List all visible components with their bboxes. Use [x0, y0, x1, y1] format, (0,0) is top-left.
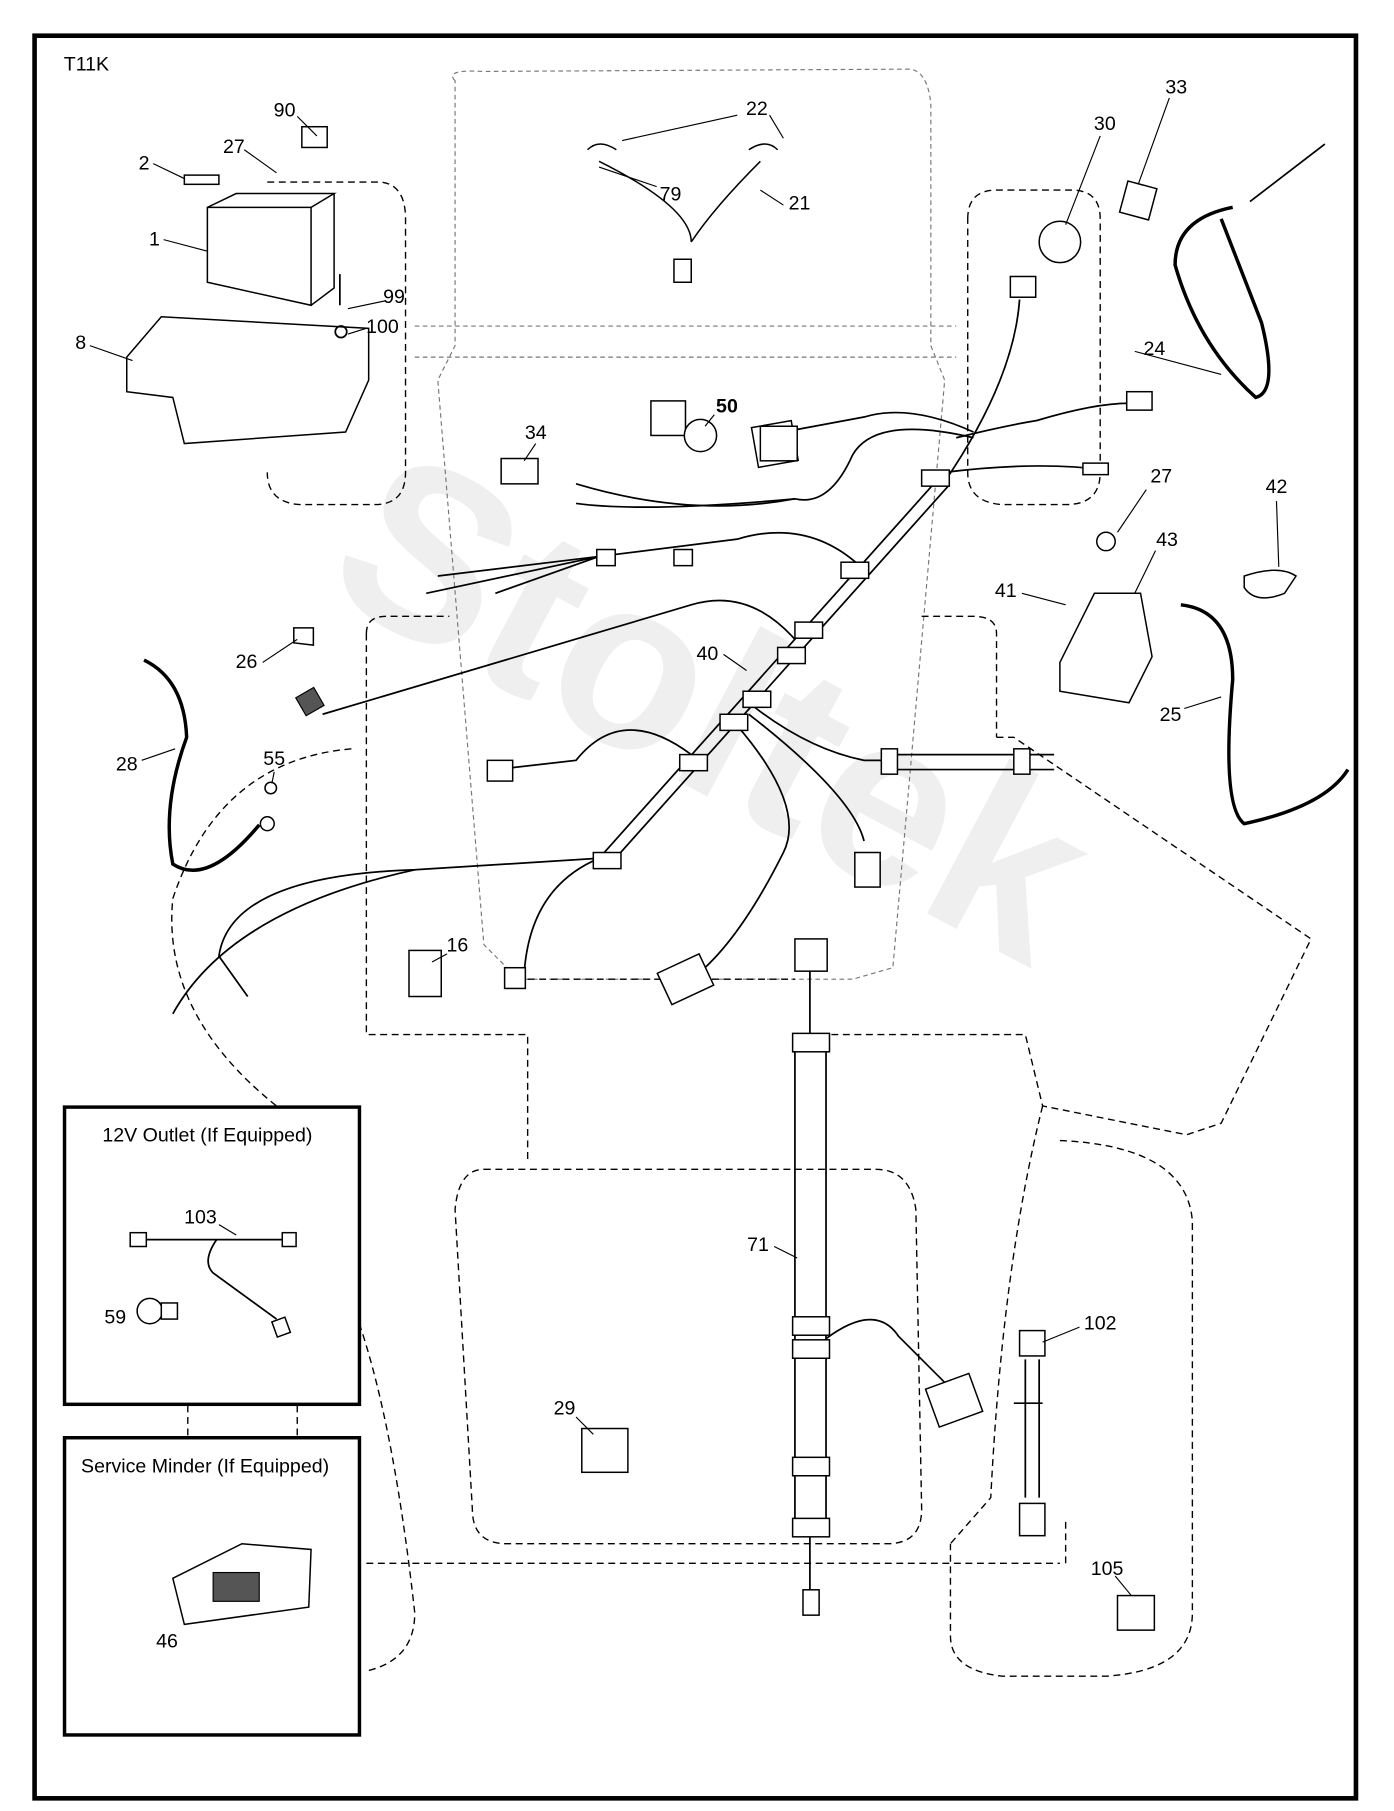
callout-59: 59	[104, 1307, 126, 1329]
callout-41: 41	[995, 580, 1017, 602]
callout-90: 90	[274, 99, 296, 121]
callout-8: 8	[75, 332, 86, 354]
callout-2: 2	[139, 152, 150, 174]
diagram-code: T11K	[64, 53, 109, 75]
callout-55: 55	[263, 748, 285, 770]
callout-21: 21	[789, 193, 811, 215]
inset-12v-outlet: 12V Outlet (If Equipped)	[62, 1105, 362, 1407]
parts	[125, 125, 1350, 1631]
inset-service-minder: Service Minder (If Equipped)	[62, 1436, 362, 1737]
wire-harness-40	[172, 275, 1153, 1015]
inset-12v-outlet-title: 12V Outlet (If Equipped)	[102, 1125, 312, 1147]
callout-labels: 90 2 27 1 8 99 100 22 79 21 30 33 24 50 34 27 42 43 41 26 40…	[75, 76, 1287, 1652]
callout-22: 22	[746, 98, 768, 120]
callout-100: 100	[366, 316, 399, 338]
callout-24: 24	[1143, 338, 1165, 360]
callout-25: 25	[1160, 704, 1182, 726]
callout-102: 102	[1084, 1312, 1117, 1334]
callout-34: 34	[525, 422, 547, 444]
callout-71: 71	[747, 1234, 769, 1256]
callout-103: 103	[184, 1206, 217, 1228]
callout-46: 46	[156, 1630, 178, 1652]
callout-42: 42	[1266, 476, 1288, 498]
wire-harness-71	[791, 938, 984, 1616]
diagram-frame	[32, 33, 1359, 1801]
callout-1: 1	[149, 228, 160, 250]
callout-105: 105	[1091, 1558, 1124, 1580]
callout-33: 33	[1165, 76, 1187, 98]
callout-leaders	[89, 97, 1280, 1596]
callout-43: 43	[1156, 529, 1178, 551]
callout-79: 79	[660, 183, 682, 205]
callout-26: 26	[236, 651, 258, 673]
callout-50: 50	[716, 395, 738, 417]
chassis-outline	[171, 68, 1312, 1677]
callout-27: 27	[1150, 466, 1172, 488]
callout-16: 16	[446, 935, 468, 957]
callout-27: 27	[223, 136, 245, 158]
watermark-logo: Stoltek	[295, 398, 1134, 1015]
svg-text:Stoltek: Stoltek	[295, 398, 1134, 1015]
callout-29: 29	[554, 1398, 576, 1420]
callout-30: 30	[1094, 113, 1116, 135]
callout-99: 99	[383, 286, 405, 308]
inset-service-minder-title: Service Minder (If Equipped)	[81, 1455, 329, 1477]
callout-28: 28	[116, 754, 138, 776]
callout-40: 40	[696, 643, 718, 665]
